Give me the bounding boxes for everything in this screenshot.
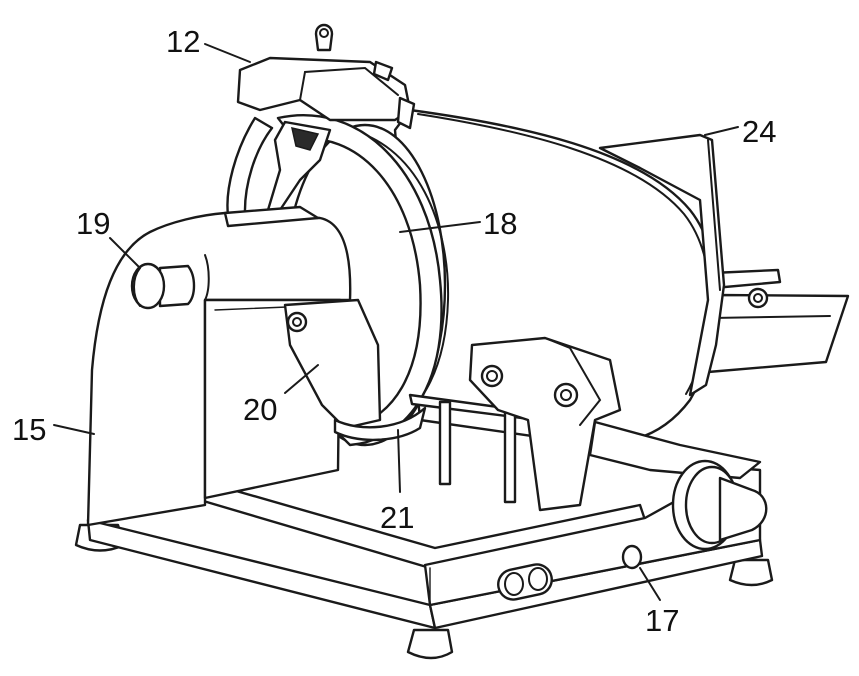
- front-knob-assembly: [671, 459, 768, 551]
- blade-deflector: [333, 406, 427, 442]
- callout-12: 12: [166, 24, 251, 63]
- sharpener-head: [236, 23, 416, 130]
- callout-19-label: 19: [76, 206, 110, 241]
- callout-20: 20: [243, 364, 319, 427]
- callouts: 12 15 17 18 19 20 21 24: [12, 24, 776, 638]
- vent-slot: [497, 563, 553, 601]
- callout-21: 21: [380, 429, 414, 535]
- power-switch: [621, 544, 643, 570]
- callout-12-label: 12: [166, 24, 200, 59]
- callout-21-label: 21: [380, 500, 414, 535]
- callout-20-label: 20: [243, 392, 277, 427]
- upper-blade-guard: [598, 133, 726, 397]
- callout-18-label: 18: [483, 206, 517, 241]
- carriage-tray: [706, 268, 850, 374]
- callout-15-label: 15: [12, 412, 46, 447]
- callout-17: 17: [639, 567, 679, 638]
- callout-24: 24: [704, 114, 776, 149]
- callout-15: 15: [12, 412, 95, 447]
- blade-ring-guard: [276, 113, 443, 447]
- callout-17-label: 17: [645, 603, 679, 638]
- callout-18: 18: [399, 206, 517, 241]
- thickness-knob: [130, 262, 196, 310]
- callout-19: 19: [76, 206, 141, 269]
- callout-24-label: 24: [742, 114, 776, 149]
- gauge-plate: [283, 298, 382, 430]
- front-feet: [406, 628, 454, 660]
